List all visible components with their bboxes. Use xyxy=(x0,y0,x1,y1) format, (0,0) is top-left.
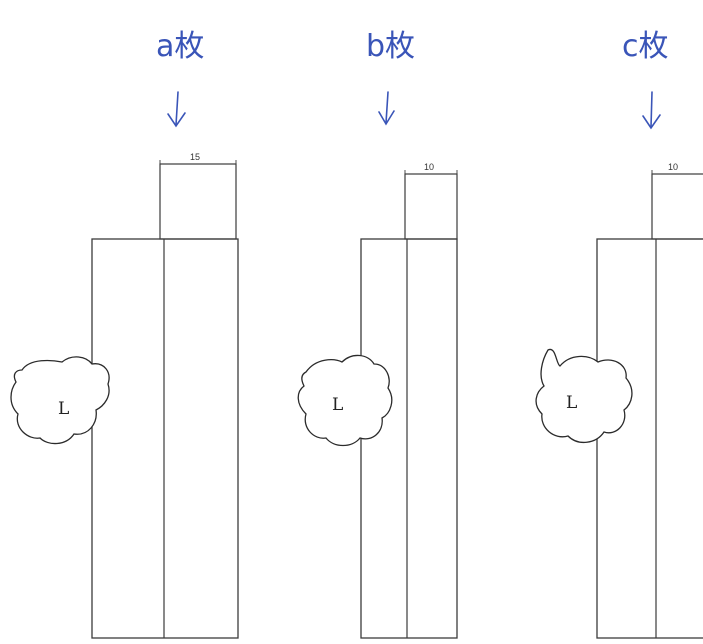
down-arrow-b-icon xyxy=(378,91,395,126)
dimension-label-b: 10 xyxy=(424,162,434,172)
top-block-c xyxy=(651,173,703,240)
figure-b: b枚 10 L xyxy=(297,29,458,639)
count-label-b: b枚 xyxy=(366,29,415,64)
blob-b xyxy=(297,354,393,447)
left-label-b: L xyxy=(332,395,343,415)
down-arrow-c-icon xyxy=(642,91,661,130)
down-arrow-a-icon xyxy=(167,91,186,128)
left-label-a: L xyxy=(58,399,69,419)
figure-a: a枚 15 L xyxy=(10,29,239,639)
tall-block-a xyxy=(91,238,239,639)
blob-c xyxy=(535,348,633,443)
top-block-b xyxy=(404,173,458,240)
tall-block-b xyxy=(360,238,458,639)
dimension-label-a: 15 xyxy=(190,152,200,162)
figure-c: c枚 10 L xyxy=(535,29,703,639)
top-block-a xyxy=(159,163,237,240)
count-label-a: a枚 xyxy=(156,29,204,64)
left-label-c: L xyxy=(566,393,577,413)
blob-a xyxy=(10,356,110,445)
dimension-label-c: 10 xyxy=(668,162,678,172)
count-label-c: c枚 xyxy=(622,29,669,64)
tall-block-c xyxy=(596,238,703,639)
